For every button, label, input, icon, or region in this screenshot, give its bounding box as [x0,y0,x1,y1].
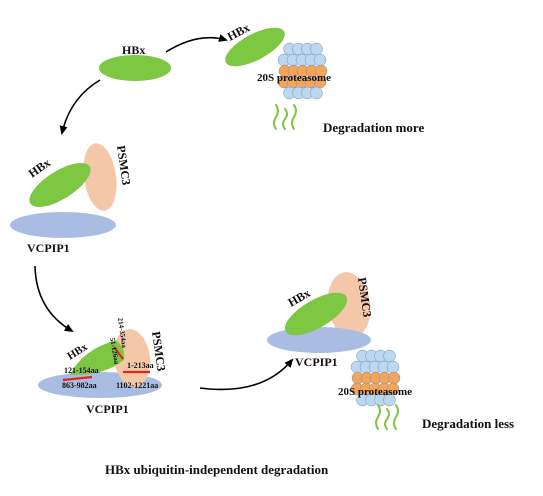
peptide-fragment [273,104,279,130]
hbx-shape-mid [29,162,91,208]
domain-line-hbx-51-126 [113,346,124,360]
vcpip1-label-right: VCPIP1 [295,355,338,369]
peptide-fragment [291,104,297,130]
degradation-less-label: Degradation less [422,416,514,431]
arrow-to-proteasome-top [165,34,228,53]
proteasome-subunit [313,53,327,67]
peptide-fragment [375,404,381,430]
peptide-fragments-top [273,104,297,130]
peptide-fragments-bottom [375,404,399,430]
arrow-to-complex [59,79,101,135]
proteasome-subunit [387,371,401,385]
proteasome-top [277,42,328,100]
hbx-label-top: HBx [122,43,145,57]
proteasome-label-bottom: 20S proteasome [338,386,412,398]
proteasome-subunit [383,349,396,363]
hbx-shape-top-right [225,27,285,67]
domain-1-213-label: 1-213aa [127,361,154,370]
domain-1102-1221-label: 1102-1221aa [116,381,158,390]
proteasome-subunit [310,86,323,100]
proteasome-subunit [386,360,400,374]
vcpip1-label-mid: VCPIP1 [27,241,70,255]
hbx-shape-detail [70,340,125,376]
proteasome-subunit [383,393,396,407]
psmc3-label-mid: PSMC3 [114,144,133,186]
peptide-fragment [393,404,399,430]
peptide-fragment [282,108,288,130]
psmc3-shape-right [327,272,371,338]
hbx-shape-top [99,55,171,81]
domain-line-hbx-121-154 [62,375,93,382]
vcpip1-shape-mid [10,212,116,238]
psmc3-label-detail: PSMC3 [149,330,168,372]
domain-863-982-label: 863-982aa [62,381,97,390]
arrow-to-detailed-complex [34,265,74,333]
proteasome-subunit [310,42,323,56]
proteasome-label-top: 20S proteasome [257,72,331,84]
arrow-to-right-complex [199,358,294,391]
hbx-shape-right [284,292,348,336]
vcpip1-shape-right [267,327,371,353]
psmc3-shape-mid [83,143,117,211]
domain-121-154-label: 121-154aa [64,366,99,375]
diagram-caption: HBx ubiquitin-independent degradation [105,462,329,477]
vcpip1-label-detail: VCPIP1 [86,402,129,416]
psmc3-label-right: PSMC3 [355,276,374,318]
proteasome-bottom [350,349,401,407]
peptide-fragment [384,408,390,430]
degradation-more-label: Degradation more [323,120,424,135]
